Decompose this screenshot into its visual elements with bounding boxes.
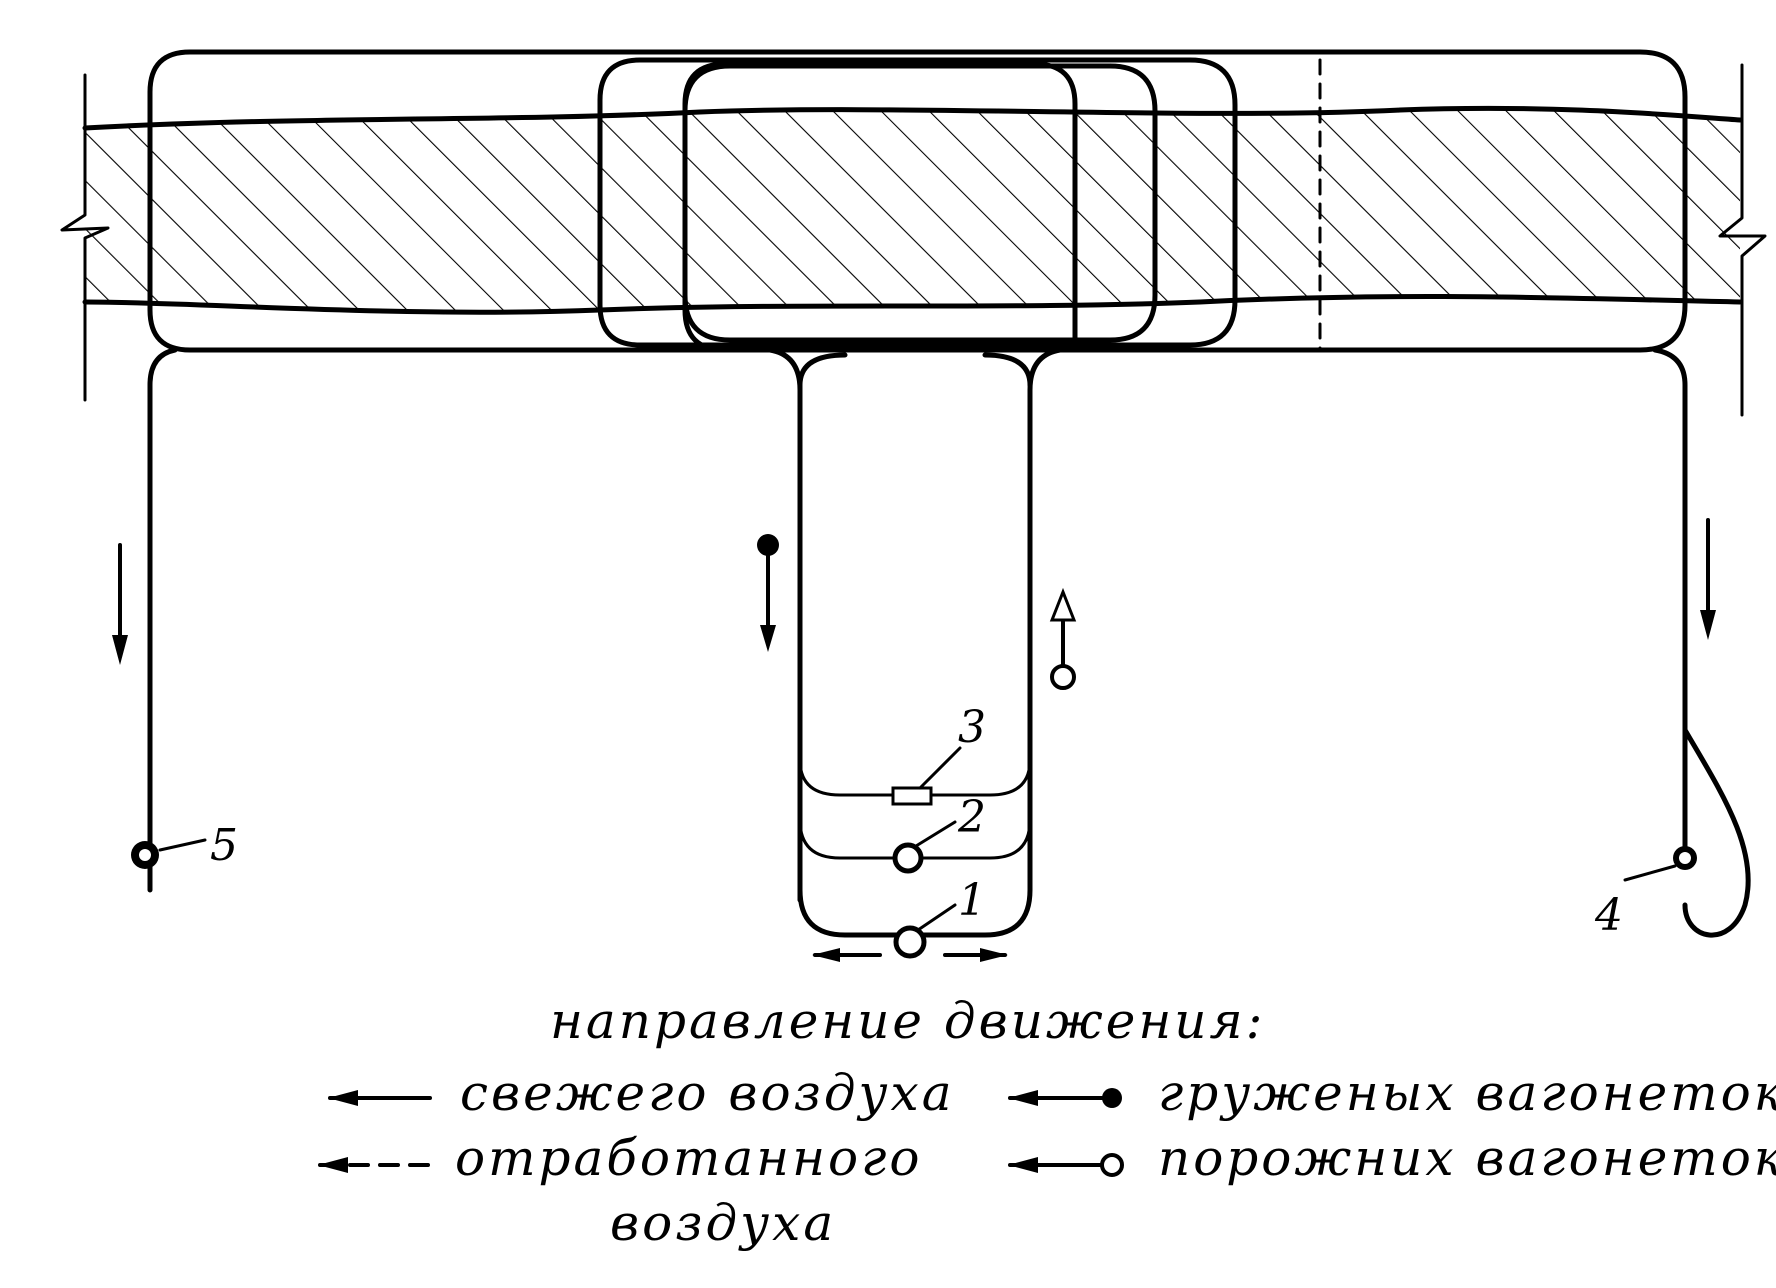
loop-a bbox=[597, 57, 1238, 348]
point-5-label: 5 bbox=[210, 820, 238, 871]
central-loop-inner bbox=[797, 352, 848, 903]
legend-fresh-air: свежего воздуха bbox=[328, 1064, 955, 1122]
point-3-label: 3 bbox=[958, 702, 986, 753]
empty-cart-arrow bbox=[1049, 587, 1077, 690]
point-4-label: 4 bbox=[1594, 890, 1623, 941]
bottom-fresh-air-arrows bbox=[812, 948, 1008, 962]
legend-title: направление движения: bbox=[550, 992, 1265, 1050]
fresh-air-arrow-right bbox=[1700, 518, 1716, 640]
loop-c bbox=[682, 61, 1078, 353]
legend-exhaust-air: отработанного воздуха bbox=[318, 1129, 923, 1252]
legend-loaded-carts-label: груженых вагонеток bbox=[1158, 1064, 1776, 1122]
legend-fresh-air-label: свежего воздуха bbox=[460, 1064, 955, 1122]
outer-loop-roadway bbox=[147, 49, 1688, 353]
loaded-cart-arrow bbox=[757, 534, 779, 652]
fresh-air-arrow-left bbox=[112, 543, 128, 665]
direction-arrows bbox=[112, 518, 1716, 962]
legend-loaded-carts: груженых вагонеток bbox=[1008, 1064, 1776, 1122]
right-loop-spur bbox=[1682, 727, 1751, 938]
legend: направление движения: свежего воздуха от… bbox=[318, 992, 1776, 1252]
point-1-label: 1 bbox=[958, 875, 986, 926]
point-3: 3 bbox=[891, 702, 986, 806]
legend-exhaust-air-label-2: воздуха bbox=[610, 1194, 836, 1252]
left-break-line bbox=[60, 73, 110, 402]
right-roadway bbox=[1652, 347, 1688, 863]
seam-floor-line bbox=[82, 294, 1743, 315]
central-loop-inner-right bbox=[982, 352, 1033, 388]
legend-empty-carts-label: порожних вагонеток bbox=[1158, 1129, 1776, 1187]
seam-roof-line bbox=[82, 105, 1743, 131]
seam-hatch-fill bbox=[85, 108, 1740, 313]
point-2: 2 bbox=[892, 792, 986, 874]
point-2-label: 2 bbox=[957, 792, 986, 843]
coal-seam bbox=[60, 63, 1767, 417]
point-1: 1 bbox=[893, 875, 986, 959]
left-roadway bbox=[147, 347, 178, 893]
point-4: 4 bbox=[1594, 846, 1697, 941]
legend-empty-carts: порожних вагонеток bbox=[1008, 1129, 1776, 1187]
right-break-line bbox=[1718, 63, 1767, 417]
numbered-points: 1 2 3 4 5 bbox=[131, 702, 1697, 959]
legend-exhaust-air-label-1: отработанного bbox=[455, 1129, 923, 1187]
point-5: 5 bbox=[131, 820, 238, 871]
